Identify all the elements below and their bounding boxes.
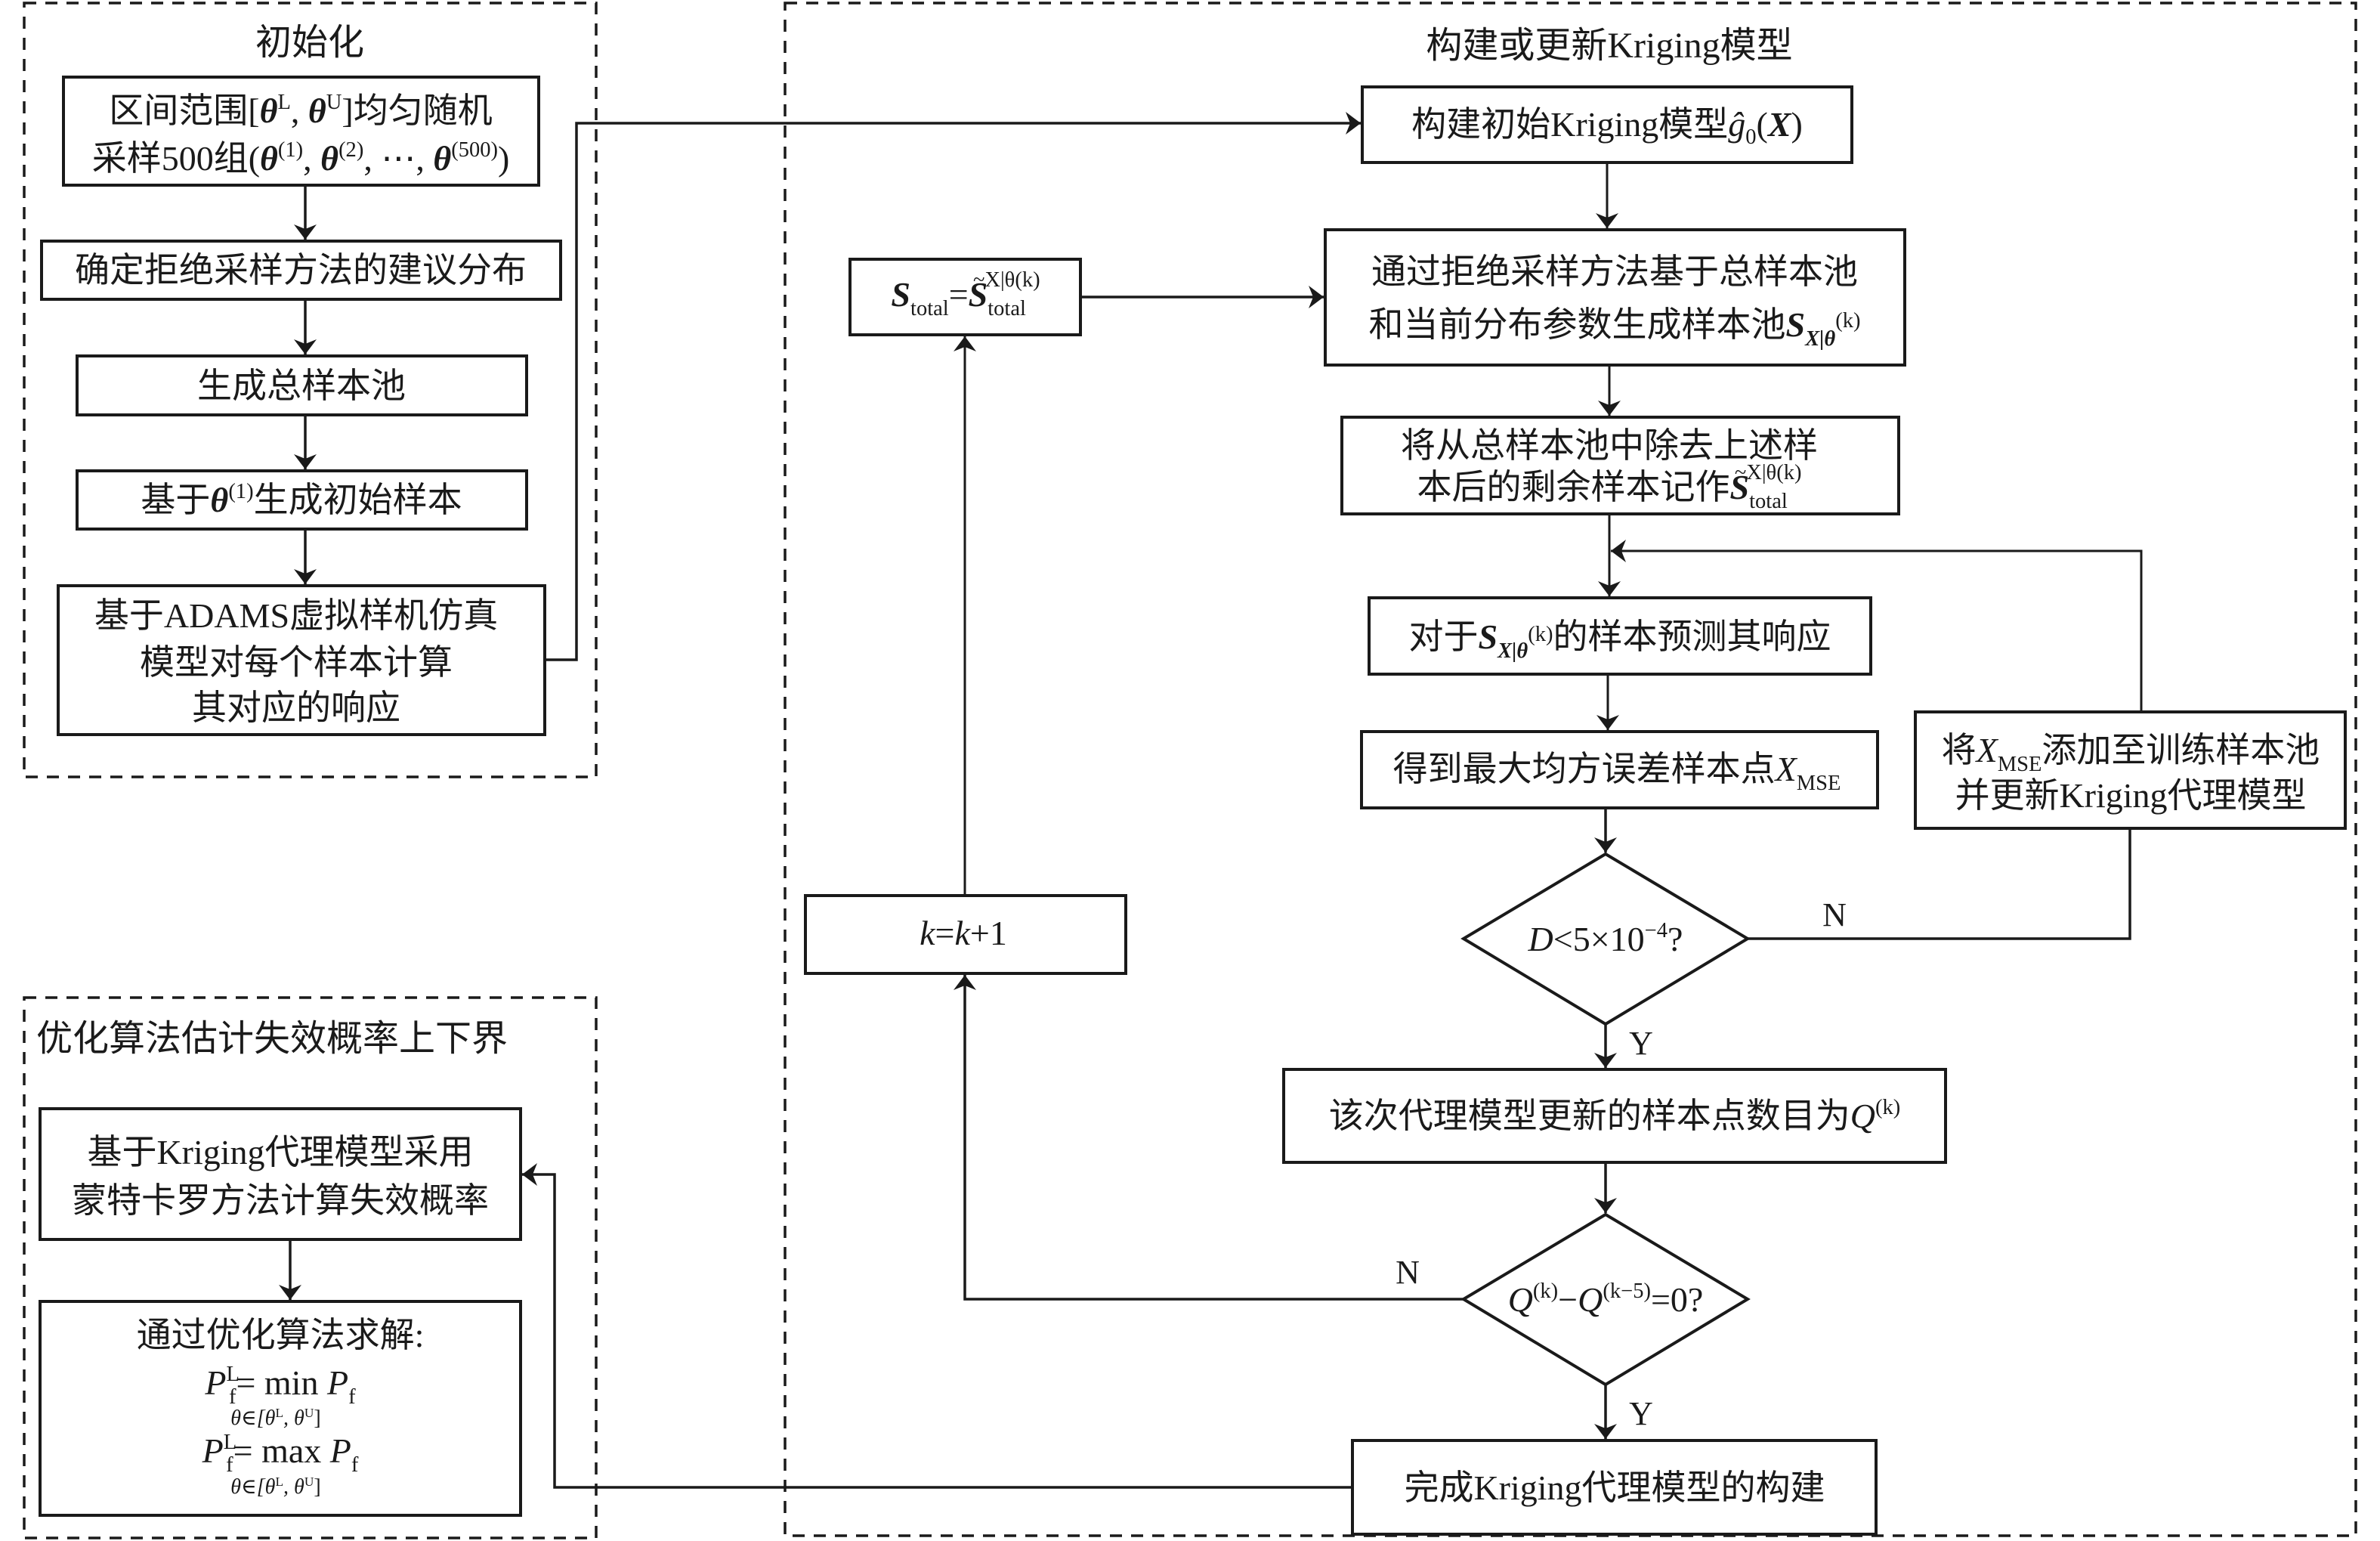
svg-text:PLf= min Pf: PLf= min Pf (204, 1363, 356, 1409)
step-proposal-distribution: 确定拒绝采样方法的建议分布 (40, 240, 562, 301)
svg-text:D<5×10−4?: D<5×10−4? (1528, 919, 1683, 958)
optimization-panel-title: 优化算法估计失效概率上下界 (36, 1019, 508, 1059)
step-initial-samples: 基于θ(1)生成初始样本 (76, 469, 528, 531)
kriging-panel-title: 构建或更新Kriging模型 (1426, 26, 1792, 66)
step-generate-total-pool: 生成总样本池 (76, 354, 528, 416)
svg-text:该次代理模型更新的样本点数目为Q(k): 该次代理模型更新的样本点数目为Q(k) (1329, 1096, 1900, 1135)
step-rejection-sampling: 通过拒绝采样方法基于总样本池 和当前分布参数生成样本池SX|θ(k) (1324, 228, 1906, 367)
label-no-convergence: N (1396, 1254, 1420, 1291)
svg-text:k=k+1: k=k+1 (920, 914, 1007, 952)
svg-text:确定拒绝采样方法的建议分布: 确定拒绝采样方法的建议分布 (75, 251, 527, 289)
svg-text:PLf= max Pf: PLf= max Pf (202, 1431, 359, 1477)
svg-text:将XMSE添加至训练样本池: 将XMSE添加至训练样本池 (1942, 731, 2320, 776)
svg-text:区间范围[θL, θU]均匀随机: 区间范围[θL, θU]均匀随机 (109, 91, 492, 130)
label-yes-mse: Y (1629, 1025, 1653, 1062)
svg-text:采样500组(θ(1), θ(2), ⋯, θ(500)): 采样500组(θ(1), θ(2), ⋯, θ(500)) (92, 138, 510, 178)
decision-convergence-check: Q(k)−Q(k−5)=0? (1460, 1212, 1751, 1387)
svg-text:对于SX|θ(k)的样本预测其响应: 对于SX|θ(k)的样本预测其响应 (1409, 617, 1831, 663)
step-increment-k: k=k+1 (804, 894, 1127, 975)
decision-mse-threshold: D<5×10−4? (1460, 852, 1751, 1026)
arrow-init-to-kriging (545, 112, 1361, 661)
svg-text:通过优化算法求解:: 通过优化算法求解: (137, 1316, 425, 1354)
kriging-panel (784, 2, 2357, 1537)
svg-text:通过拒绝采样方法基于总样本池: 通过拒绝采样方法基于总样本池 (1371, 252, 1858, 291)
line-d1-no-to-k6 (1748, 828, 2131, 940)
step-count-updates: 该次代理模型更新的样本点数目为Q(k) (1282, 1068, 1947, 1164)
svg-text:θ∈[θL, θU]: θ∈[θL, θU] (230, 1474, 320, 1499)
step-update-total-pool: Stotal=Stotal~X|θ(k) (848, 258, 1082, 336)
svg-text:并更新Kriging代理模型: 并更新Kriging代理模型 (1955, 776, 2306, 815)
svg-text:θ∈[θL, θU]: θ∈[θL, θU] (230, 1406, 320, 1430)
step-monte-carlo: 基于Kriging代理模型采用 蒙特卡罗方法计算失效概率 (39, 1107, 522, 1241)
svg-text:基于Kriging代理模型采用: 基于Kriging代理模型采用 (87, 1133, 473, 1171)
svg-text:和当前分布参数生成样本池SX|θ(k): 和当前分布参数生成样本池SX|θ(k) (1369, 305, 1861, 351)
label-no-mse: N (1822, 896, 1847, 933)
arrow-feedback-to-k4 (1611, 540, 2143, 712)
svg-text:基于θ(1)生成初始样本: 基于θ(1)生成初始样本 (141, 480, 462, 519)
svg-text:模型对每个样本计算: 模型对每个样本计算 (140, 643, 453, 682)
svg-text:构建初始Kriging模型ĝ0(X): 构建初始Kriging模型ĝ0(X) (1411, 105, 1803, 149)
svg-text:基于ADAMS虚拟样机仿真: 基于ADAMS虚拟样机仿真 (94, 596, 498, 635)
step-adams-simulation: 基于ADAMS虚拟样机仿真 模型对每个样本计算 其对应的响应 (57, 584, 546, 736)
init-panel (23, 2, 598, 778)
step-predict-response: 对于SX|θ(k)的样本预测其响应 (1368, 596, 1872, 676)
svg-text:完成Kriging代理模型的构建: 完成Kriging代理模型的构建 (1404, 1468, 1825, 1507)
svg-text:本后的剩余样本记作Stotal~X|θ(k): 本后的剩余样本记作Stotal~X|θ(k) (1417, 461, 1802, 513)
svg-text:Stotal=Stotal~X|θ(k): Stotal=Stotal~X|θ(k) (891, 268, 1040, 320)
optimization-panel (23, 996, 598, 1539)
svg-text:Q(k)−Q(k−5)=0?: Q(k)−Q(k−5)=0? (1508, 1280, 1704, 1319)
label-yes-convergence: Y (1629, 1395, 1653, 1432)
step-add-mse-point: 将XMSE添加至训练样本池 并更新Kriging代理模型 (1914, 710, 2347, 830)
svg-text:蒙特卡罗方法计算失效概率: 蒙特卡罗方法计算失效概率 (72, 1181, 489, 1220)
svg-text:其对应的响应: 其对应的响应 (192, 688, 400, 727)
svg-text:将从总样本池中除去上述样: 将从总样本池中除去上述样 (1401, 426, 1818, 465)
svg-text:得到最大均方误差样本点XMSE: 得到最大均方误差样本点XMSE (1393, 750, 1841, 795)
init-panel-title: 初始化 (255, 23, 364, 63)
step-max-mse-point: 得到最大均方误差样本点XMSE (1360, 730, 1879, 809)
step-build-initial-kriging: 构建初始Kriging模型ĝ0(X) (1361, 85, 1853, 164)
arrow-d2-no-to-k (954, 975, 1464, 1301)
step-finish-kriging: 完成Kriging代理模型的构建 (1351, 1439, 1878, 1536)
step-uniform-sampling: 区间范围[θL, θU]均匀随机 采样500组(θ(1), θ(2), ⋯, θ… (62, 76, 540, 187)
arrow-kriging-to-optimization (522, 1163, 1352, 1489)
step-remaining-samples: 将从总样本池中除去上述样 本后的剩余样本记作Stotal~X|θ(k) (1340, 416, 1900, 515)
svg-text:生成总样本池: 生成总样本池 (197, 367, 406, 405)
